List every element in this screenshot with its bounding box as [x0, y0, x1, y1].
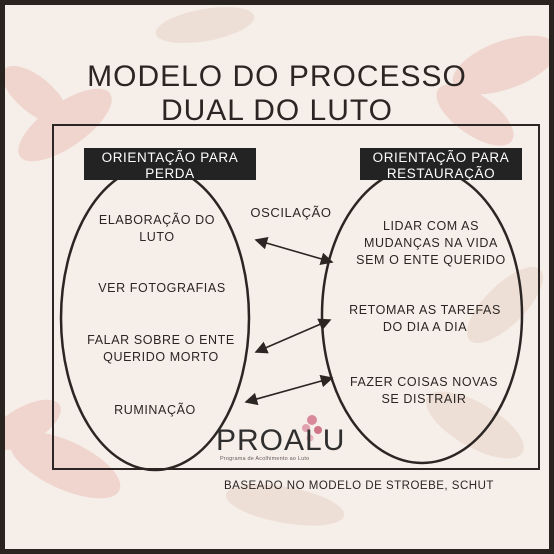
restoration-item-line: LIDAR COM AS: [382, 219, 480, 233]
title-line-1: MODELO DO PROCESSO: [87, 60, 467, 93]
restoration-header-line-2: RESTAURAÇÃO: [386, 166, 496, 181]
restoration-item-line: MUDANÇAS NA VIDA: [364, 236, 498, 250]
floral-background: [5, 7, 549, 526]
restoration-item: LIDAR COM AS MUDANÇAS NA VIDA SEM O ENTE…: [338, 218, 524, 269]
restoration-item-line: DO DIA A DIA: [382, 320, 468, 334]
restoration-header-line-1: ORIENTAÇÃO PARA: [372, 150, 510, 165]
proalu-logo-subtitle: Programa de Acolhimento ao Luto: [220, 456, 310, 462]
restoration-item-line: SE DISTRAIR: [381, 392, 467, 406]
leaf: [426, 391, 524, 459]
diagram-frame: [52, 124, 540, 470]
petal: [436, 84, 514, 146]
restoration-item-line: FAZER COISAS NOVAS: [349, 375, 499, 389]
title-line-2: DUAL DO LUTO: [160, 94, 394, 127]
loss-item-line: FALAR SOBRE O ENTE: [87, 333, 235, 347]
oscillation-arrow: [244, 374, 334, 406]
loss-orientation-header: ORIENTAÇÃO PARA PERDA: [84, 148, 256, 181]
loss-item-line: QUERIDO MORTO: [103, 350, 219, 364]
petal: [5, 399, 61, 451]
petal: [452, 35, 549, 95]
loss-header-line-1: ORIENTAÇÃO PARA: [101, 150, 239, 165]
leaf: [155, 7, 255, 43]
restoration-item: RETOMAR AS TAREFAS DO DIA A DIA: [334, 302, 516, 336]
source-credit: BASEADO NO MODELO DE STROEBE, SCHUT: [224, 480, 494, 492]
restoration-item: FAZER COISAS NOVAS SE DISTRAIR: [334, 374, 514, 408]
loss-item: FALAR SOBRE O ENTE QUERIDO MORTO: [66, 332, 256, 366]
restoration-item-line: SEM O ENTE QUERIDO: [356, 253, 506, 267]
loss-header-line-2: PERDA: [145, 166, 195, 181]
loss-item: ELABORAÇÃO DO LUTO: [82, 212, 232, 246]
restoration-item-line: RETOMAR AS TAREFAS: [349, 303, 501, 317]
proalu-logo: PROALU: [216, 424, 346, 457]
oscillation-arrow: [254, 236, 334, 266]
petal: [9, 431, 121, 499]
loss-item-line: ELABORAÇÃO DO: [98, 213, 216, 227]
leaf: [466, 266, 544, 344]
loss-item-line: VER FOTOGRAFIAS: [98, 281, 226, 295]
loss-item-line: RUMINAÇÃO: [114, 403, 196, 417]
loss-item: VER FOTOGRAFIAS: [78, 280, 246, 297]
leaf: [225, 484, 345, 526]
petal: [5, 65, 68, 125]
infographic-card: [5, 5, 549, 549]
oscillation-label: OSCILAÇÃO: [250, 205, 332, 220]
oscillation-arrow: [254, 318, 332, 354]
loss-item: RUMINAÇÃO: [100, 402, 210, 419]
restoration-orientation-header: ORIENTAÇÃO PARA RESTAURAÇÃO: [360, 148, 522, 181]
flower-logo-icon: [302, 415, 322, 442]
loss-item-line: LUTO: [139, 230, 175, 244]
